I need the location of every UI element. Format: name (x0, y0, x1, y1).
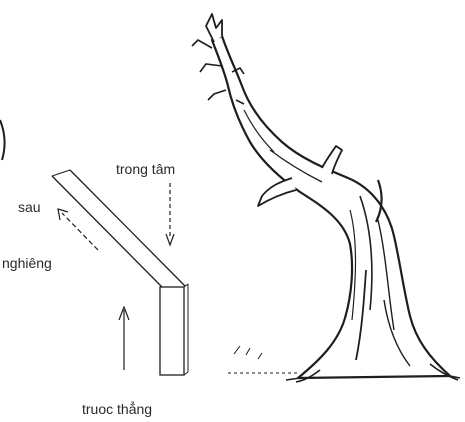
tree-branch-left (257, 177, 297, 207)
upright-block (159, 283, 189, 376)
tree-jin-top (205, 13, 223, 43)
tree-branch-right (321, 145, 343, 175)
ground-line (228, 345, 300, 374)
label-upright: truoc thẳng (82, 400, 152, 417)
label-lean: nghiêng (2, 255, 52, 271)
tree-roots (285, 363, 461, 383)
bonsai-tree-illustration (191, 13, 461, 383)
center-of-gravity-arrow (165, 183, 175, 247)
left-edge-bracket (0, 119, 6, 161)
label-center-of-gravity: trong tâm (116, 161, 175, 177)
label-back: sau (18, 199, 41, 215)
upright-arrow (118, 305, 130, 370)
leaning-board (51, 169, 186, 288)
tree-trunk (210, 34, 452, 380)
lean-back-arrow (57, 208, 99, 251)
